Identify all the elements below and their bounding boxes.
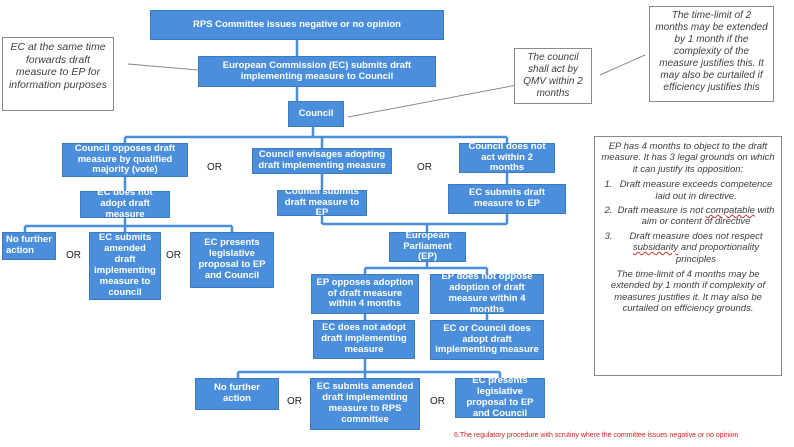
ep-not-oppose-text: EP does not oppose adoption of draft mea… — [441, 271, 533, 315]
ec-forwards-note-text: EC at the same time forwards draft measu… — [8, 41, 108, 91]
council-submits-box: Council submits draft measure to EP — [277, 186, 367, 218]
ec-or-council-adopts-box: EC or Council does adopt draft implement… — [430, 320, 544, 360]
ground-item-3: Draft measure does not respect subsidari… — [615, 231, 777, 265]
grounds-list: Draft measure exceeds competence laid ou… — [599, 179, 777, 265]
european-parliament-box: European Parliament (EP) — [389, 229, 466, 263]
ep-not-oppose-box: EP does not oppose adoption of draft mea… — [430, 271, 544, 315]
council-submits-text: Council submits draft measure to EP — [284, 185, 360, 219]
council-opposes-box: Council opposes draft measure by qualifi… — [62, 143, 188, 177]
ep-opposes-text: EP opposes adoption of draft measure wit… — [316, 276, 414, 310]
council-opposes-text: Council opposes draft measure by qualifi… — [74, 142, 176, 176]
ec-submits-box: European Commission (EC) submits draft i… — [198, 56, 436, 87]
ec-not-adopt-impl-text: EC does not adopt draft implementing mea… — [321, 322, 407, 355]
council-not-act-box: Council does not act within 2 months — [459, 140, 555, 174]
qmv-note-text: The council shall act by QMV within 2 mo… — [523, 52, 583, 99]
or-label: OR — [430, 396, 445, 407]
ground-item-1: Draft measure exceeds competence laid ou… — [615, 179, 777, 202]
ec-forwards-note: EC at the same time forwards draft measu… — [2, 37, 114, 111]
ep-opposes-box: EP opposes adoption of draft measure wit… — [311, 274, 419, 314]
ec-submits-ep-text: EC submits draft measure to EP — [468, 187, 545, 209]
ground-2-text-b: compatable — [705, 204, 755, 216]
no-further-action-text-1: No further action — [6, 234, 52, 256]
ground-3-text-a: Draft measure does not respect — [629, 230, 763, 242]
time-limit-note: The time-limit of 2 months may be extend… — [649, 6, 774, 102]
council-box: Council — [288, 101, 344, 127]
or-label: OR — [166, 250, 181, 261]
council-envisages-text: Council envisages adopting draft impleme… — [258, 149, 386, 171]
ground-2-text-a: Draft measure is not — [617, 204, 706, 216]
ep-extension-text: The time-limit of 4 months may be extend… — [610, 268, 766, 315]
ec-presents-box-1: EC presents legislative proposal to EP a… — [190, 232, 274, 288]
or-label: OR — [207, 162, 222, 173]
ec-not-adopt-box: EC does not adopt draft measure — [80, 187, 170, 220]
ec-not-adopt-text: EC does not adopt draft measure — [97, 187, 153, 220]
ec-presents-text-1: EC presents legislative proposal to EP a… — [198, 237, 266, 281]
council-not-act-text: Council does not act within 2 months — [468, 140, 546, 174]
no-further-action-box-1: No further action — [2, 232, 56, 260]
ground-3-text-b: subsidarity — [632, 242, 679, 254]
no-further-action-box-2: No further action — [195, 378, 279, 410]
council-envisages-box: Council envisages adopting draft impleme… — [252, 148, 392, 174]
rps-opinion-box: RPS Committee issues negative or no opin… — [150, 10, 444, 40]
ground-3-text-c: and proportionality principles — [675, 242, 760, 265]
rps-opinion-text: RPS Committee issues negative or no opin… — [193, 18, 401, 30]
ec-presents-text-2: EC presents legislative proposal to EP a… — [466, 375, 534, 419]
ec-amended-rps-text: EC submits amended draft implementing me… — [316, 381, 414, 425]
qmv-note: The council shall act by QMV within 2 mo… — [514, 48, 592, 104]
council-text: Council — [298, 107, 334, 119]
no-further-action-text-2: No further action — [214, 382, 260, 404]
european-parliament-text: European Parliament (EP) — [403, 229, 452, 263]
ep-grounds-intro: EP has 4 months to object to the draft m… — [601, 141, 775, 175]
ground-1-text: Draft measure exceeds competence laid ou… — [619, 179, 773, 202]
ec-submits-text: European Commission (EC) submits draft i… — [222, 59, 412, 82]
ec-amended-council-text: EC submits amended draft implementing me… — [94, 232, 156, 298]
ec-not-adopt-impl-box: EC does not adopt draft implementing mea… — [313, 320, 415, 359]
or-label: OR — [287, 396, 302, 407]
ground-item-2: Draft measure is not compatable with aim… — [615, 205, 777, 228]
or-label: OR — [66, 250, 81, 261]
ec-presents-box-2: EC presents legislative proposal to EP a… — [455, 375, 545, 419]
ec-amended-rps-box: EC submits amended draft implementing me… — [310, 378, 420, 430]
ec-or-council-adopts-text: EC or Council does adopt draft implement… — [435, 322, 539, 356]
figure-caption: 6.The regulatory procedure with scrutiny… — [454, 432, 739, 439]
ec-amended-council-box: EC submits amended draft implementing me… — [89, 232, 161, 300]
ground-2-text-c: with aim or content of directive — [641, 204, 775, 228]
ec-submits-ep-box: EC submits draft measure to EP — [448, 184, 566, 214]
or-label: OR — [417, 162, 432, 173]
ep-grounds-note: EP has 4 months to object to the draft m… — [594, 136, 782, 376]
time-limit-note-text: The time-limit of 2 months may be extend… — [655, 10, 768, 93]
